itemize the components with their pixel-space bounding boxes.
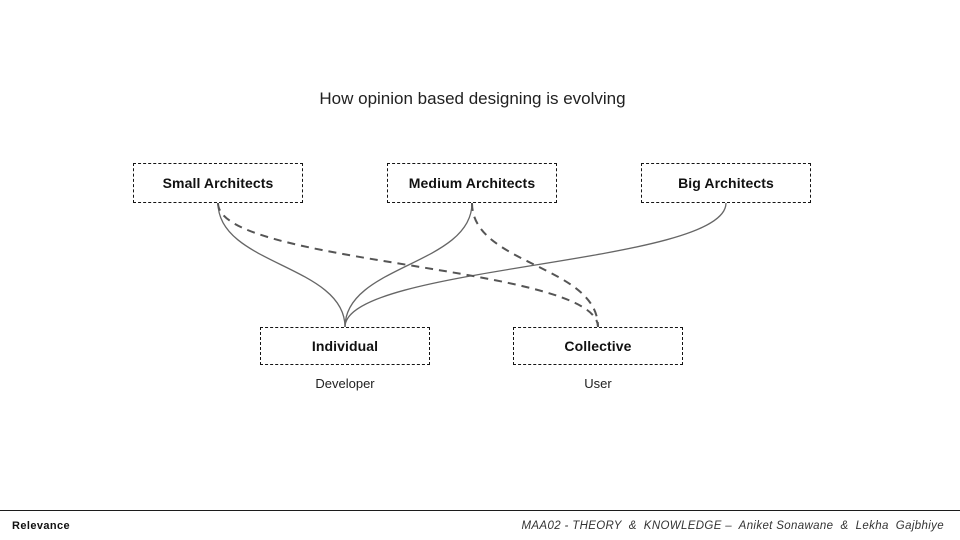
- slide-title: How opinion based designing is evolving: [319, 89, 626, 108]
- footer-course-credit: MAA02 - THEORY & KNOWLEDGE – Aniket Sona…: [521, 519, 944, 532]
- footer: Relevance MAA02 - THEORY & KNOWLEDGE – A…: [0, 510, 960, 540]
- edge-small-architects-individual-solid: [217, 202, 346, 328]
- edge-big-architects-individual-solid: [344, 202, 727, 328]
- footer-relevance-label: Relevance: [12, 519, 71, 532]
- edge-small-architects-collective-dashed: [217, 202, 599, 328]
- edge-medium-architects-individual-solid: [344, 202, 473, 328]
- edge-medium-architects-collective-dashed: [471, 202, 599, 328]
